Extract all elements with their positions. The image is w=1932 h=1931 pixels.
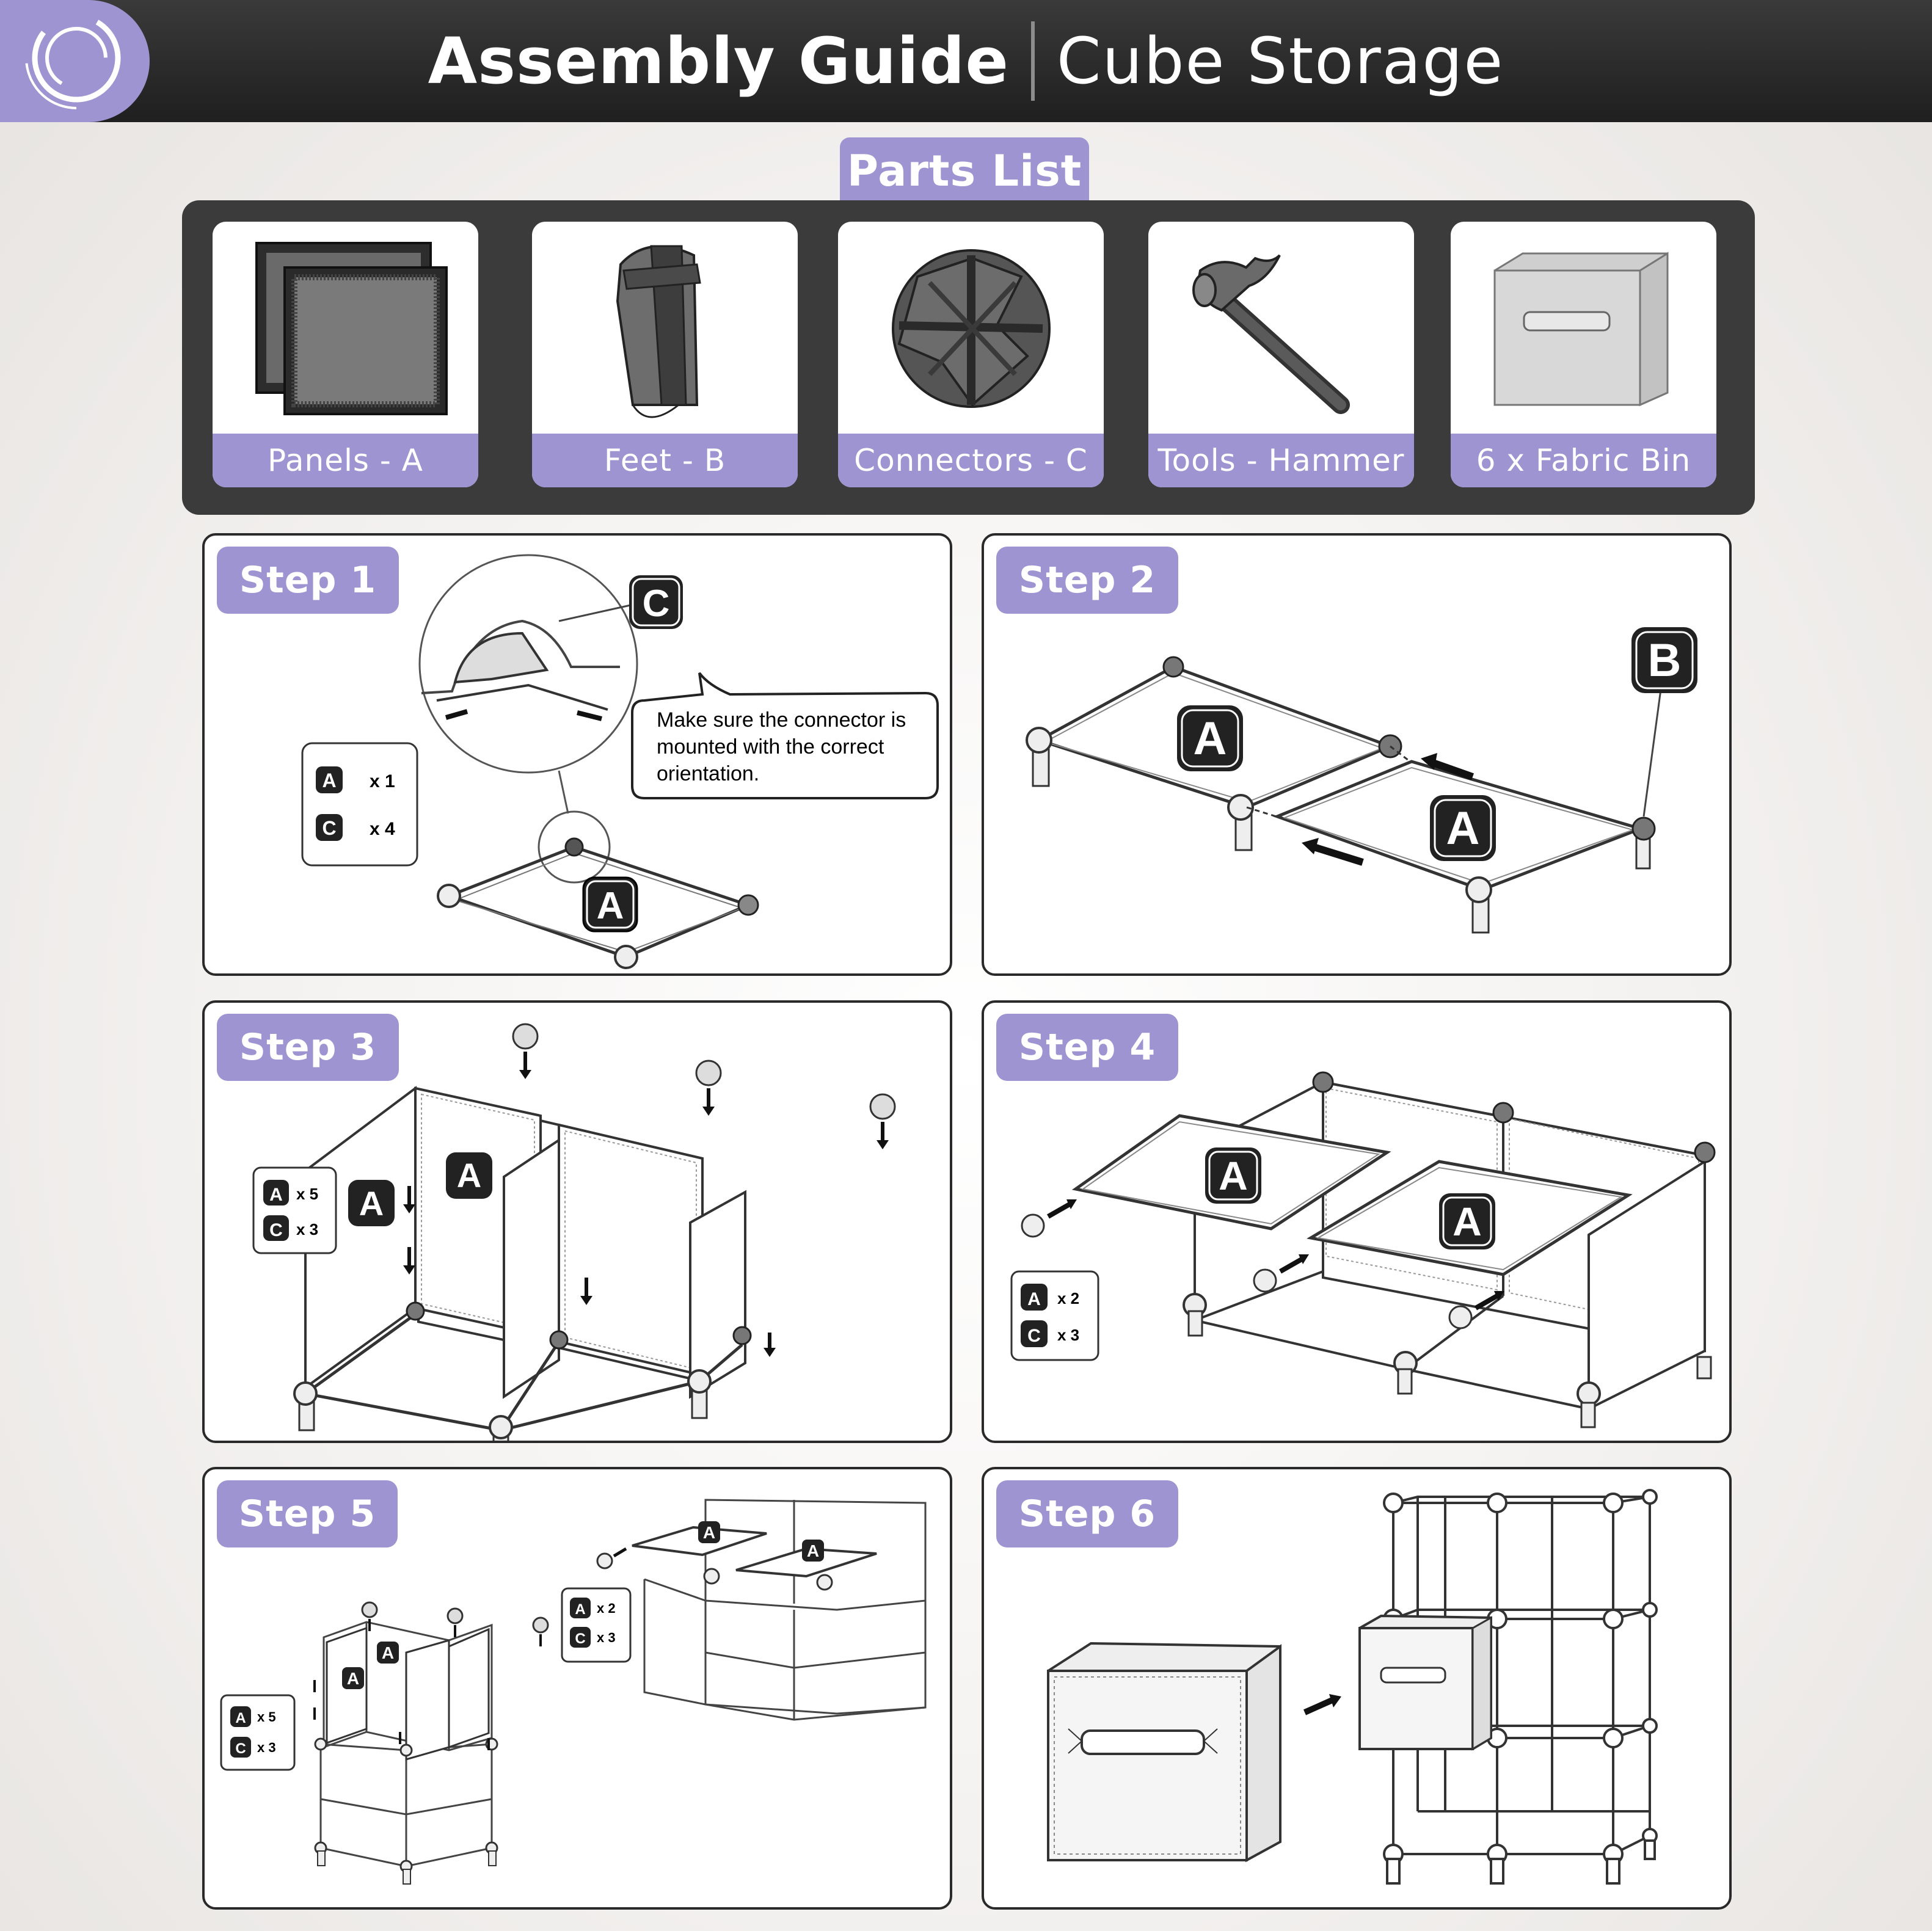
step-5-qty2-c: x 3 <box>597 1630 616 1645</box>
svg-text:C: C <box>575 1631 585 1647</box>
step-1-qty-c: x 4 <box>370 819 395 839</box>
title-bold: Assembly Guide <box>428 24 1009 98</box>
svg-text:C: C <box>235 1740 246 1757</box>
part-label: Panels - A <box>213 434 478 487</box>
header-bar <box>0 0 1932 122</box>
step-4-qty-a: x 2 <box>1057 1289 1079 1307</box>
callout-a: A <box>1446 802 1480 854</box>
callout-c: C <box>643 583 670 625</box>
step-1-qty-a: x 1 <box>370 771 395 791</box>
connector-icon <box>892 249 1051 408</box>
step-3-qty-a: x 5 <box>296 1185 318 1203</box>
part-label: Feet - B <box>532 434 798 487</box>
callout-a: A <box>382 1643 394 1662</box>
callout-a: A <box>347 1669 359 1688</box>
step-6-illustration <box>1047 1489 1658 1885</box>
part-label: Connectors - C <box>838 434 1104 487</box>
step-5-panel: A A A C x 5 x 3 A A A C x 2 x 3 Step 5 <box>202 1467 952 1910</box>
part-card-fabric-bin: 6 x Fabric Bin <box>1451 222 1716 487</box>
part-card-hammer: Tools - Hammer <box>1148 222 1414 487</box>
svg-text:C: C <box>269 1220 283 1240</box>
step-6-tab: Step 6 <box>996 1480 1178 1547</box>
callout-a: A <box>1194 713 1227 765</box>
callout-a: A <box>1219 1153 1248 1198</box>
part-card-panels: Panels - A <box>213 222 478 487</box>
fabric-bin-icon <box>1493 252 1669 407</box>
callout-a: A <box>807 1541 819 1560</box>
step-1-tab: Step 1 <box>217 547 399 614</box>
callout-a: A <box>703 1523 715 1542</box>
foot-icon <box>616 245 701 418</box>
step-1-illustration: A C x 1 x 4 A C <box>301 554 939 969</box>
parts-list-panel: Panels - A Feet - B Connectors - C Tools… <box>182 200 1755 515</box>
step-4-qty-c: x 3 <box>1057 1326 1079 1344</box>
fabric-bin-drawing <box>1047 1642 1281 1863</box>
step-5-qty2-a: x 2 <box>597 1601 616 1616</box>
panel-icon <box>255 242 448 415</box>
svg-text:A: A <box>575 1601 585 1618</box>
callout-a: A <box>359 1184 384 1223</box>
callout-b: B <box>1648 635 1682 686</box>
swirl-logo-icon <box>25 7 128 109</box>
parts-list-heading: Parts List <box>840 137 1089 205</box>
part-label: 6 x Fabric Bin <box>1451 434 1716 487</box>
callout-a: A <box>457 1156 481 1195</box>
brand-logo <box>0 0 150 122</box>
step-3-panel: A C x 5 x 3 A A Step 3 <box>202 1000 952 1443</box>
step-5-qty-c: x 3 <box>257 1740 276 1755</box>
title-divider <box>1030 21 1035 101</box>
step-4-illustration: A C x 2 x 3 A A <box>1010 1071 1716 1428</box>
page-title: Assembly Guide Cube Storage <box>0 0 1932 122</box>
svg-text:A: A <box>322 769 336 791</box>
step-5-qty-a: x 5 <box>257 1709 276 1725</box>
svg-text:A: A <box>269 1185 283 1205</box>
step-2-illustration: B A A <box>1026 627 1697 934</box>
hammer-icon <box>1192 254 1350 414</box>
step-2-tab: Step 2 <box>996 547 1178 614</box>
step-3-illustration: A C x 5 x 3 A A <box>252 1023 896 1441</box>
callout-a: A <box>597 885 624 927</box>
svg-text:A: A <box>235 1710 246 1726</box>
part-card-feet: Feet - B <box>532 222 798 487</box>
step-1-panel: A C x 1 x 4 A C Step 1 Make sure the con… <box>202 533 952 976</box>
step-5-illustration: A A A C x 5 x 3 A A A C x 2 x 3 <box>220 1499 927 1885</box>
step-1-note: Make sure the connector is mounted with … <box>657 708 906 785</box>
callout-a: A <box>1453 1199 1482 1244</box>
step-5-tab: Step 5 <box>217 1480 398 1547</box>
svg-text:C: C <box>1027 1326 1041 1346</box>
step-4-tab: Step 4 <box>996 1014 1178 1081</box>
svg-text:C: C <box>322 817 336 839</box>
svg-text:A: A <box>1027 1289 1041 1309</box>
part-label: Tools - Hammer <box>1148 434 1414 487</box>
step-3-qty-c: x 3 <box>296 1220 318 1238</box>
step-3-tab: Step 3 <box>217 1014 399 1081</box>
step-4-panel: A C x 2 x 3 A A Step 4 <box>982 1000 1732 1443</box>
part-card-connectors: Connectors - C <box>838 222 1104 487</box>
title-light: Cube Storage <box>1056 24 1504 98</box>
step-2-panel: B A A Step 2 <box>982 533 1732 976</box>
step-6-panel: Step 6 <box>982 1467 1732 1910</box>
